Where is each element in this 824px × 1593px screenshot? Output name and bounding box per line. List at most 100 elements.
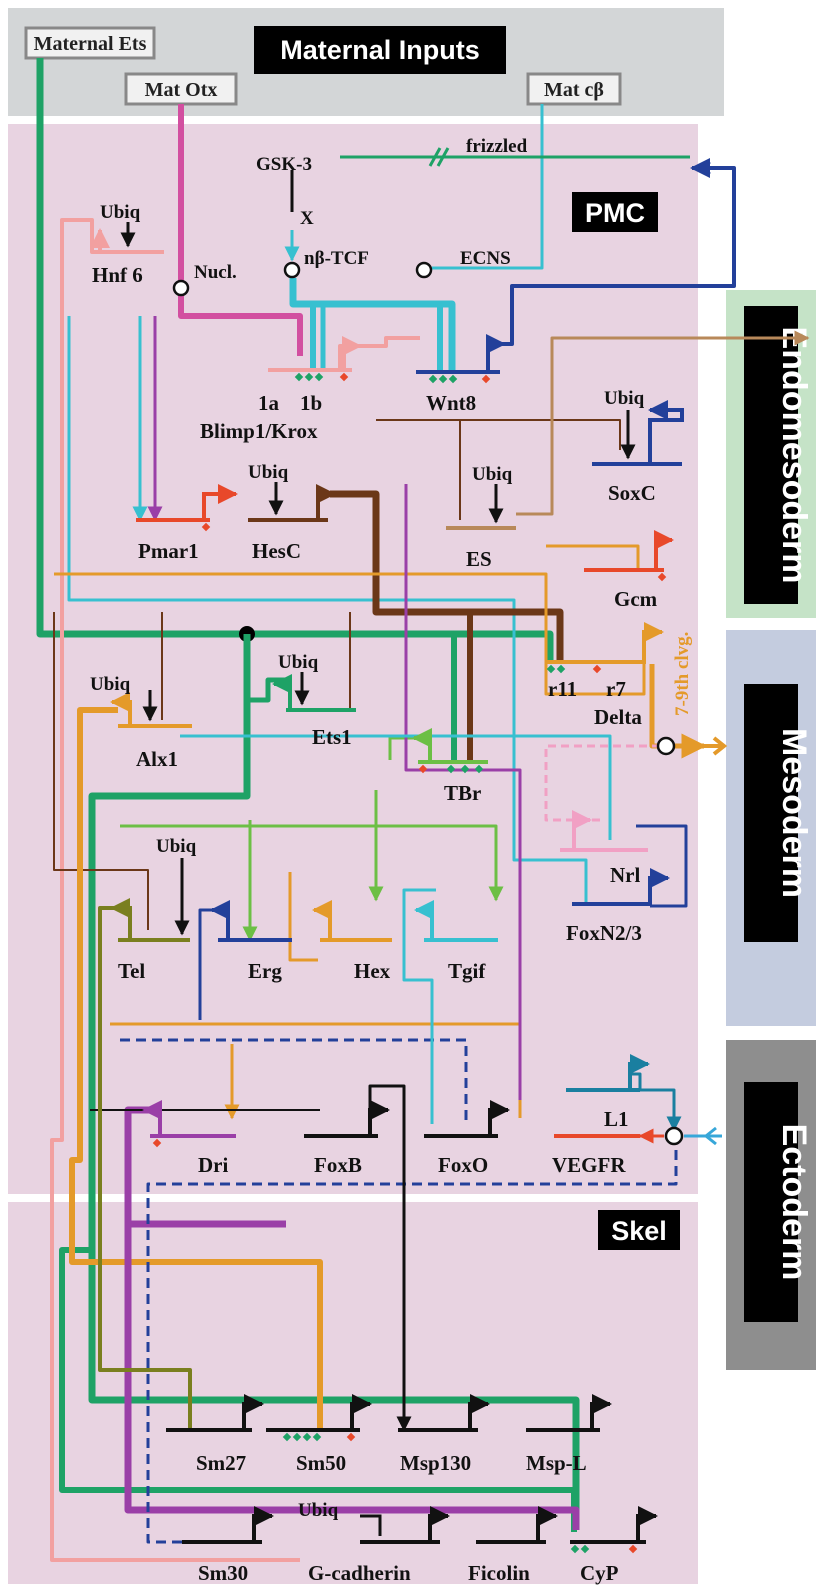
promoter-arrows [110, 334, 684, 1542]
ets-to-skel-line [88, 634, 580, 1530]
r11-label: r11 [548, 677, 577, 701]
maternal-ets-box [24, 26, 156, 60]
l1-label: L1 [604, 1107, 629, 1131]
gsk3-label: GSK-3 [256, 154, 312, 175]
hex-label: Hex [354, 959, 391, 983]
mat-otx-label: Mat Otx [145, 79, 218, 101]
gcm-promoter [654, 530, 674, 570]
erg-promoter [210, 900, 230, 940]
mspl-label: Msp-L [526, 1451, 587, 1475]
sm27-promoter [242, 1394, 264, 1430]
maternal-ets-line [36, 58, 554, 660]
gcm-label: Gcm [614, 587, 658, 611]
sm50-promoter [350, 1394, 372, 1430]
wnt8-promoter [486, 334, 506, 372]
nucl-node [172, 279, 190, 297]
blimp-to-wnt8 [338, 336, 420, 370]
orange-alx1-loop [69, 707, 323, 1430]
ubiq-hesc: Ubiq [248, 462, 289, 483]
nrl-promoter [572, 810, 592, 850]
sm27-label: Sm27 [196, 1451, 246, 1475]
x-mark: X [300, 208, 314, 229]
es-label: ES [466, 547, 492, 571]
ubiq-tel: Ubiq [156, 836, 197, 857]
l1-promoter [628, 1054, 650, 1090]
foxn23-promoter [648, 868, 670, 904]
endomesoderm-label-box [744, 306, 798, 604]
skel-badge [598, 1210, 680, 1250]
hesc-promoter [316, 484, 336, 520]
ficolin-label: Ficolin [468, 1561, 530, 1585]
msp130-promoter [468, 1394, 490, 1430]
hesc-label: HesC [252, 539, 301, 563]
skel-region [8, 1202, 698, 1584]
orange-gcm [546, 544, 640, 570]
dashed-sm30 [146, 1150, 678, 1544]
ectoderm-label-box [744, 1082, 798, 1322]
ecns-node [415, 261, 433, 279]
mesoderm-label: Mesoderm [775, 728, 813, 898]
hex-promoter [312, 900, 332, 940]
skel-title: Skel [611, 1216, 667, 1246]
endomesoderm-label: Endomesoderm [775, 327, 813, 584]
nrl-label: Nrl [610, 863, 640, 887]
mat-cbeta-box [526, 72, 622, 106]
foxb-promoter [368, 1100, 390, 1136]
navy-mid [120, 1038, 468, 1124]
sm30-promoter [252, 1506, 274, 1542]
blimp-1a-label: 1a [258, 391, 280, 415]
black-foxb [368, 1084, 412, 1432]
delta-promoter [642, 622, 664, 662]
ectoderm-label: Ectoderm [775, 1124, 813, 1281]
nbtcf-node [283, 261, 301, 279]
tel-label: Tel [118, 959, 145, 983]
wnt8-label: Wnt8 [426, 391, 476, 415]
pmc-title: PMC [585, 198, 645, 228]
soxc-label: SoxC [608, 481, 656, 505]
mesoderm-label-box [744, 684, 798, 942]
tbr-promoter [412, 728, 432, 762]
cyp-promoter [636, 1506, 658, 1542]
orange-top [54, 572, 646, 696]
navy-foxn [636, 824, 688, 908]
frizzled-label: frizzled [466, 136, 528, 157]
brown-thin2 [53, 612, 149, 930]
delta-node [656, 736, 676, 756]
foxb-label: FoxB [314, 1153, 362, 1177]
mat-cbeta-line [432, 104, 544, 270]
ubiq-es: Ubiq [472, 464, 513, 485]
ubiq-gcadherin: Ubiq [298, 1500, 339, 1521]
hnf6-label: Hnf 6 [92, 263, 143, 287]
alx1-label: Alx1 [136, 747, 178, 771]
binding-sites [152, 372, 667, 1554]
ubiq-soxc: Ubiq [604, 388, 645, 409]
ubiq-hnf6: Ubiq [100, 202, 141, 223]
lightgreen-long [120, 824, 504, 902]
vegfr-node [664, 1126, 684, 1146]
pmar1-promoter [202, 484, 238, 520]
ets1-label: Ets1 [312, 725, 352, 749]
brown-thin [376, 419, 621, 450]
r7-label: r7 [606, 677, 626, 701]
foxo-promoter [488, 1100, 510, 1136]
soxc-promoter [648, 400, 684, 464]
maternal-ets-label: Maternal Ets [34, 33, 147, 55]
ficolin-promoter [536, 1506, 558, 1542]
nbtcf-label: nβ-TCF [304, 248, 369, 269]
junction-nodes [172, 261, 684, 1146]
tgif-promoter [414, 900, 434, 940]
ecns-label: ECNS [460, 248, 511, 269]
mat-cbeta-label: Mat cβ [544, 79, 604, 101]
wiring [36, 58, 810, 1562]
erg-label: Erg [248, 959, 282, 983]
blimp-1b-label: 1b [300, 391, 322, 415]
nucl-label: Nucl. [194, 262, 237, 283]
vegfr-label: VEGFR [552, 1153, 626, 1177]
foxn23-label: FoxN2/3 [566, 921, 642, 945]
ubiq-alx1: Ubiq [90, 674, 131, 695]
wnt8-out-arrow [692, 160, 711, 176]
dri-label: Dri [198, 1153, 228, 1177]
lightgreen-tbr [388, 736, 418, 760]
gcadherin-promoter [428, 1506, 450, 1542]
